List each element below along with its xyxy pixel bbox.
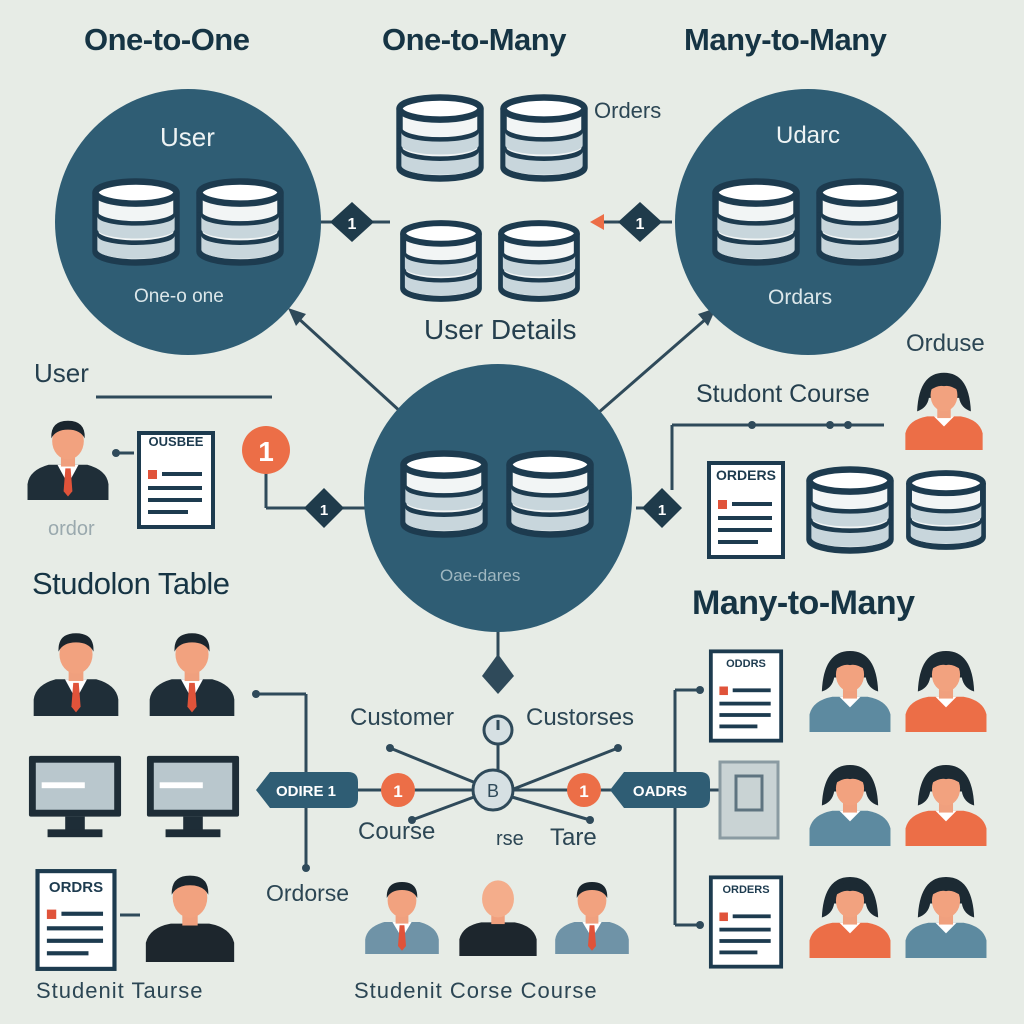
orange-number-badge: 1 (242, 426, 290, 474)
label-ordorse: Ordorse (266, 880, 350, 906)
doc-label: OUSBEE (149, 434, 204, 449)
label-orduse: Orduse (906, 330, 985, 357)
label-student-corse-course: Studenit Corse Course (354, 978, 598, 1003)
database-icon (504, 98, 585, 179)
connector-badge-mid-right: 1 (642, 488, 682, 528)
database-icon (810, 470, 891, 551)
database-icon (909, 473, 983, 547)
circle-title-udarc: Udarc (776, 122, 841, 149)
heading-many-to-many-right: Many-to-Many (692, 584, 915, 622)
label-student-taurse: Studenit Taurse (36, 978, 204, 1003)
faded-document-icon (718, 760, 780, 840)
doc-label: ORDERS (722, 884, 769, 896)
woman-avatar-icon (809, 877, 891, 958)
svg-text:1: 1 (658, 502, 666, 519)
oadrs-pill: OADRS (610, 772, 710, 808)
database-icon (820, 182, 901, 263)
circle-one-to-one (55, 89, 321, 355)
label-customer: Customer (350, 704, 455, 731)
monitor-icon (146, 755, 240, 838)
label-user-left: User (34, 358, 89, 388)
svg-text:1: 1 (636, 216, 645, 233)
label-rse: rse (496, 828, 524, 850)
svg-text:1: 1 (348, 216, 357, 233)
woman-avatar-icon (905, 372, 983, 450)
student-avatar-icon (145, 875, 235, 962)
connector-badge-right: 1 (618, 202, 662, 242)
label-course: Course (358, 818, 436, 845)
student-avatar-icon (555, 882, 629, 954)
connector-badge-left: 1 (330, 202, 374, 242)
woman-avatar-icon (905, 651, 987, 732)
heading-one-to-one: One-to-One (84, 22, 250, 57)
database-icon (403, 223, 479, 299)
connector-badge-mid-left: 1 (304, 488, 344, 528)
arrow-heads (112, 214, 852, 929)
user-avatar-icon (27, 420, 109, 500)
label-faint: ordor (48, 518, 95, 540)
junction-node-center: B (471, 768, 515, 812)
circle-title-user: User (160, 122, 215, 152)
doc-label: ORDERS (716, 467, 776, 483)
database-icon (400, 98, 481, 179)
circle-one-to-many (364, 364, 632, 632)
odrae-pill: ODIRE 1 (256, 772, 358, 808)
woman-avatar-icon (905, 877, 987, 958)
circle-caption-ordars: Ordars (768, 286, 833, 309)
heading-many-to-many-top: Many-to-Many (684, 22, 887, 57)
label-custorses: Custorses (526, 704, 635, 731)
database-icon (200, 182, 281, 263)
svg-text:ODIRE 1: ODIRE 1 (276, 783, 336, 800)
doc-label: ORDRS (49, 879, 103, 896)
label-studolon-table: Studolon Table (32, 566, 230, 601)
doc-label: ODDRS (726, 658, 766, 670)
database-icon (510, 454, 591, 535)
database-icon (404, 454, 485, 535)
database-icon (716, 182, 797, 263)
svg-text:B: B (487, 781, 499, 801)
woman-avatar-icon (809, 765, 891, 846)
woman-avatar-icon (809, 651, 891, 732)
svg-text:1: 1 (579, 782, 588, 801)
circle-many-to-many (675, 89, 941, 355)
label-user-details: User Details (424, 314, 577, 345)
svg-text:1: 1 (393, 782, 402, 801)
heading-one-to-many: One-to-Many (382, 22, 566, 57)
monitor-icon (28, 755, 122, 838)
svg-text:1: 1 (320, 502, 328, 519)
svg-text:OADRS: OADRS (633, 783, 687, 800)
student-avatar-icon (365, 882, 439, 954)
junction-node-orange-left: 1 (381, 773, 415, 807)
circle-caption-one-to-one: One-o one (134, 286, 224, 307)
database-icon (501, 223, 577, 299)
student-avatar-icon (33, 633, 119, 716)
label-student-course-top: Studont Course (696, 380, 870, 408)
label-orders-top: Orders (594, 98, 662, 123)
student-avatar-icon (459, 880, 537, 956)
circle-caption-center: Oae-dares (440, 566, 521, 585)
junction-node-top (482, 714, 514, 746)
database-icon (96, 182, 177, 263)
svg-text:1: 1 (258, 436, 274, 467)
label-tare: Tare (550, 824, 597, 851)
woman-avatar-icon (905, 765, 987, 846)
student-avatar-icon (149, 633, 235, 716)
junction-node-orange-right: 1 (567, 773, 601, 807)
